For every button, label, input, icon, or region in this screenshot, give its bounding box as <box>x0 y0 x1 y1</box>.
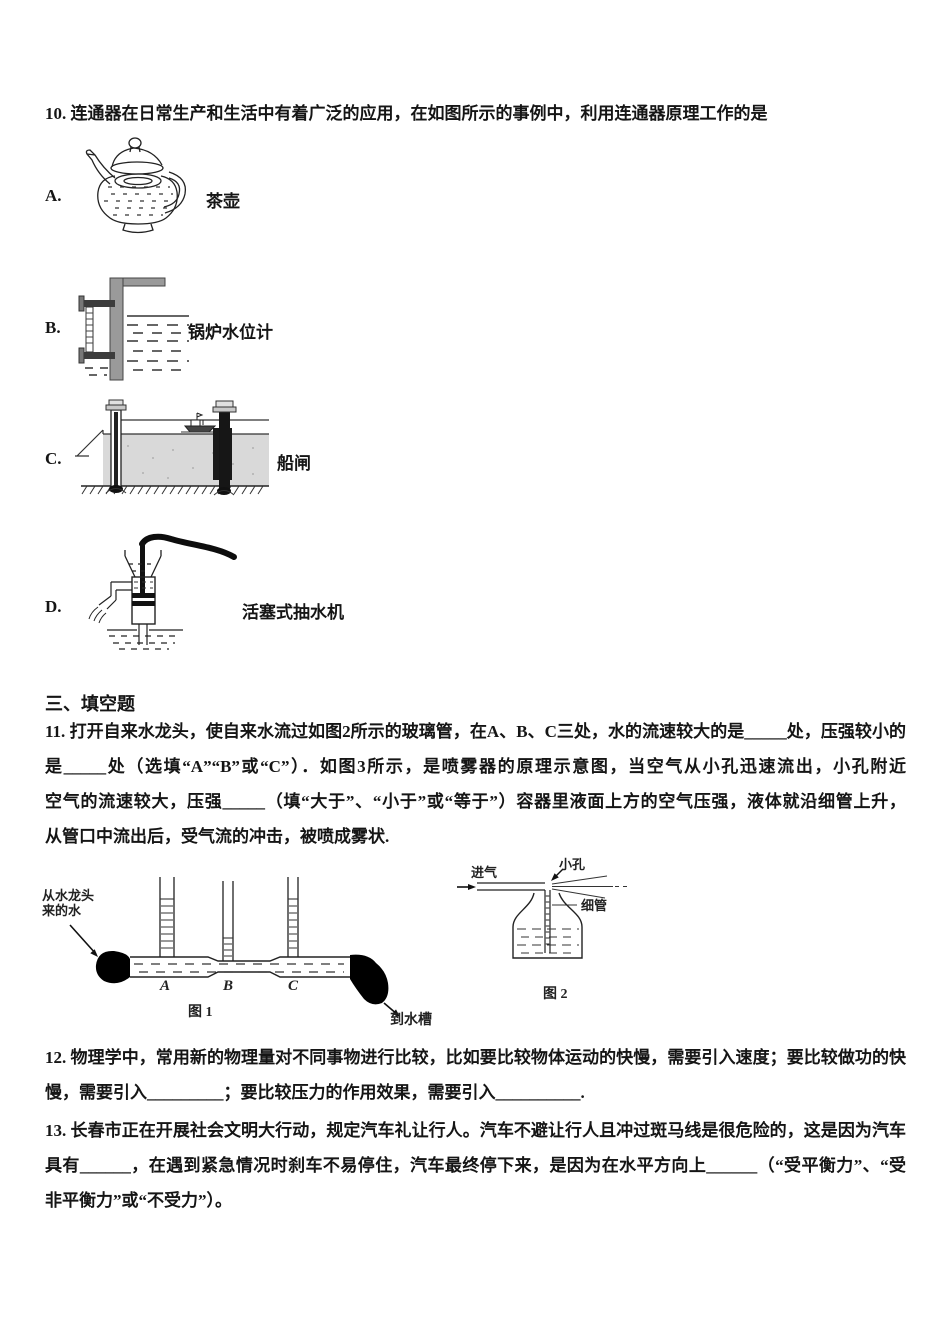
option-d-label: 活塞式抽水机 <box>242 603 344 622</box>
piston-pump-drawing <box>88 533 237 650</box>
left-gate <box>105 399 127 494</box>
ground-hatching <box>81 485 264 495</box>
teapot-drawing <box>85 137 187 234</box>
q11-line-4: 从管口中流出后，受气流的冲击，被喷成雾状. <box>45 827 390 846</box>
air-arrow <box>457 884 476 890</box>
container-outline <box>512 892 583 959</box>
fig1-sink-label: 到水槽 <box>390 1013 432 1028</box>
pump-spout <box>88 581 132 624</box>
fig2-air-label: 进气 <box>471 865 498 880</box>
pump-rod <box>140 542 145 594</box>
inlet-nozzle <box>95 950 130 984</box>
lock-water <box>103 434 269 486</box>
source-arrow <box>69 924 98 957</box>
fig1-point-b: B <box>223 978 234 994</box>
venturi-tube-drawing <box>69 877 400 1017</box>
q11-line-3: 空气的流速较大，压强_____（填“大于”、“小于”或“等于”）容器里液面上方的… <box>45 792 906 811</box>
sink-arrow <box>383 1002 400 1017</box>
piston-band-bottom <box>132 601 155 606</box>
thin-tube <box>544 890 551 953</box>
piston-band-top <box>132 593 155 598</box>
boiler-top-flange <box>84 300 115 307</box>
option-b-label: 锅炉水位计 <box>188 323 273 342</box>
q10-text: 10. 连通器在日常生产和生活中有着广泛的应用，在如图所示的事例中，利用连通器原… <box>45 104 768 123</box>
ship-lock-drawing <box>75 399 269 496</box>
outlet-nozzle <box>350 954 389 1005</box>
fig1-point-a: A <box>160 978 171 994</box>
pump-cup <box>124 550 162 578</box>
figure-1: 从水龙头 来的水 A B C 图 1 到水槽 <box>38 865 458 1035</box>
boiler-bottom-flange <box>84 352 115 359</box>
fig1-source-label: 从水龙头 来的水 <box>42 888 94 918</box>
boiler-water <box>85 315 189 376</box>
teapot-outline <box>85 137 187 234</box>
sight-glass <box>85 306 94 353</box>
pump-well <box>107 624 183 650</box>
option-a-letter: A. <box>45 186 62 205</box>
option-d-letter: D. <box>45 597 62 616</box>
option-d-figure <box>85 532 245 652</box>
right-gate <box>212 400 237 496</box>
pump-cylinder <box>131 576 156 625</box>
fig1-point-c: C <box>288 978 299 994</box>
fig1-source-line1: 从水龙头 <box>42 888 95 903</box>
tube-outline <box>130 956 350 978</box>
option-b-figure <box>75 276 195 381</box>
tube-water-dashes <box>134 963 344 973</box>
option-c-figure <box>73 398 273 500</box>
teapot-texture <box>104 186 173 216</box>
fig2-caption: 图 2 <box>543 987 568 1002</box>
section-title: 三、填空题 <box>45 694 135 714</box>
option-b-letter: B. <box>45 318 61 337</box>
lock-lines <box>75 419 269 457</box>
water-levels <box>160 898 298 957</box>
q13-line-2: 具有______，在遇到紧急情况时刹车不易停住，汽车最终停下来，是因为在水平方向… <box>45 1156 906 1175</box>
q11-line-1: 11. 打开自来水龙头，使自来水流过如图2所示的玻璃管，在A、B、C三处，水的流… <box>45 722 906 741</box>
fig2-tube-label: 细管 <box>581 898 608 913</box>
q13-line-3: 非平衡力”或“不受力”）。 <box>45 1191 232 1210</box>
sprayer-drawing <box>457 868 629 959</box>
boiler-gauge-drawing <box>78 277 189 381</box>
container-water <box>517 928 579 954</box>
option-a-label: 茶壶 <box>206 192 240 211</box>
option-c-letter: C. <box>45 449 62 468</box>
figure-2: 进气 小孔 细管 图 2 <box>455 853 685 1008</box>
option-a-figure <box>82 134 207 234</box>
option-c-label: 船闸 <box>277 454 311 473</box>
air-tube <box>477 882 545 891</box>
hole-arrow <box>551 868 564 881</box>
q11-line-2: 是_____处（选填“A”“B”或“C”）．如图3所示，是喷雾器的原理示意图，当… <box>45 757 906 776</box>
q12-line-2: 慢，需要引入_________；要比较压力的作用效果，需要引入_________… <box>45 1083 585 1102</box>
fig1-caption: 图 1 <box>188 1005 213 1020</box>
boiler-vertical-pipe <box>109 277 124 381</box>
fig1-source-line2: 来的水 <box>42 903 82 918</box>
vertical-tubes <box>159 877 299 961</box>
pump-handle <box>139 533 237 560</box>
fig2-hole-label: 小孔 <box>559 857 586 872</box>
q13-line-1: 13. 长春市正在开展社会文明大行动，规定汽车礼让行人。汽车不避让行人且冲过斑马… <box>45 1121 906 1140</box>
spray-lines <box>551 875 629 899</box>
boat <box>181 412 221 433</box>
q12-line-1: 12. 物理学中，常用新的物理量对不同事物进行比较，比如要比较物体运动的快慢，需… <box>45 1048 906 1067</box>
